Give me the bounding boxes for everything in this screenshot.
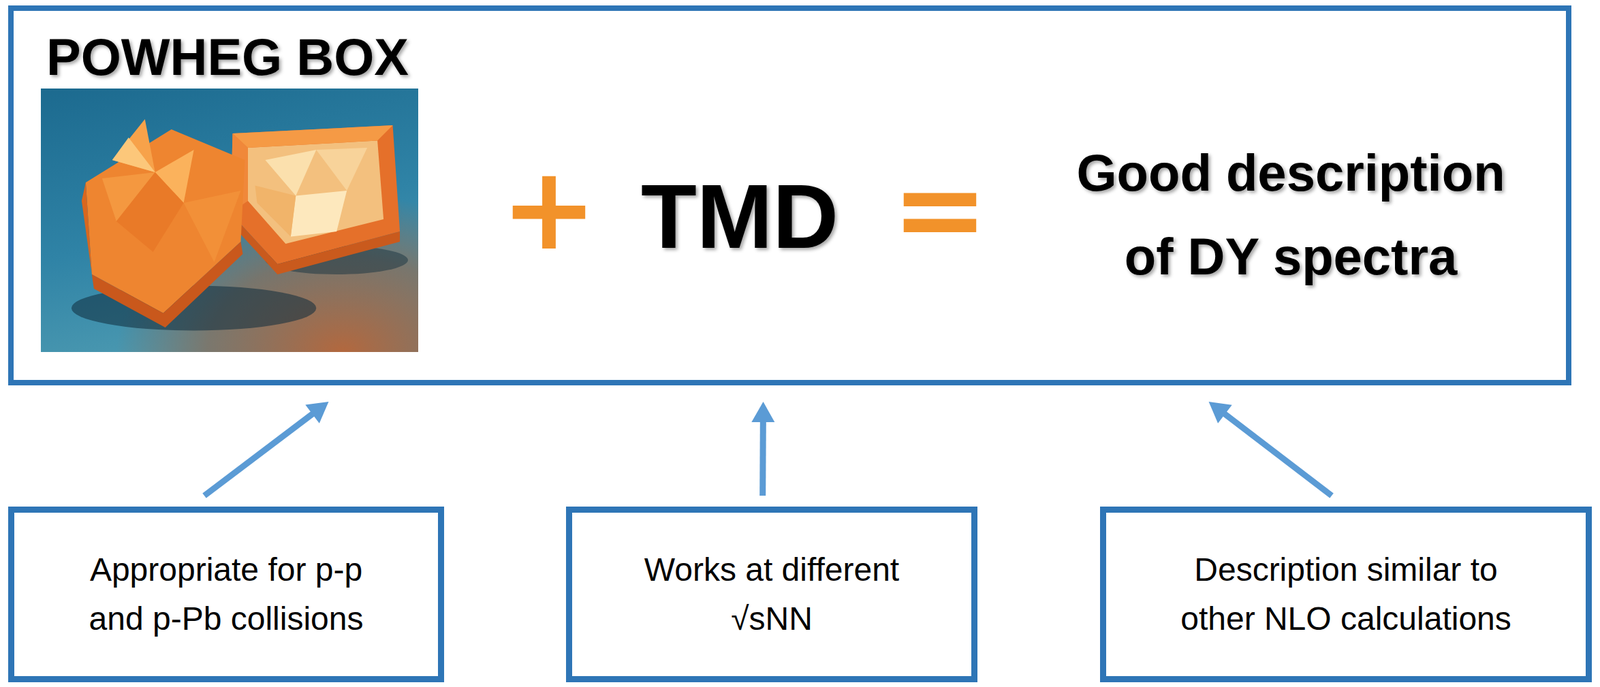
- equals-sign: =: [891, 150, 989, 267]
- tray-floor: [247, 140, 384, 245]
- main-box: POWHEG BOX TMD Good description of DY spec…: [8, 5, 1572, 386]
- lid-fold: [183, 190, 242, 263]
- arrow-head: [305, 401, 329, 424]
- note-text: Works at different √sNN: [628, 545, 915, 644]
- note-text: Appropriate for p-p and p-Pb collisions: [66, 545, 387, 644]
- lid-side: [81, 182, 94, 289]
- tray-fold: [290, 190, 347, 238]
- arrow-line: [1224, 413, 1332, 496]
- tray-fold: [254, 185, 296, 238]
- result-text: Good description of DY spectra: [1052, 130, 1530, 299]
- plus-sign: +: [500, 150, 598, 267]
- lid-fold: [112, 119, 156, 173]
- tray-wall: [232, 125, 393, 148]
- arrow-line: [204, 413, 314, 496]
- arrow-head: [751, 401, 775, 423]
- photo-ground: [40, 88, 419, 353]
- tray-edge: [230, 213, 400, 275]
- arrow-line: [759, 420, 767, 496]
- arrow-connector: [1209, 401, 1333, 496]
- tmd-word: TMD: [640, 170, 839, 263]
- lid-side: [91, 241, 244, 328]
- lid-fold: [112, 137, 156, 173]
- arrow-connector: [204, 401, 329, 496]
- tray-fold: [264, 149, 317, 197]
- arrow-head: [1209, 401, 1233, 424]
- note-box: Description similar to other NLO calcula…: [1100, 506, 1592, 683]
- note-box: Appropriate for p-p and p-Pb collisions: [8, 506, 445, 683]
- box-heading: POWHEG BOX: [46, 31, 409, 84]
- photo-sand: [40, 88, 419, 353]
- arrow-connector: [751, 401, 775, 496]
- lid-fold: [116, 172, 184, 253]
- note-box: Works at different √sNN: [566, 506, 978, 683]
- origami-photo: [40, 88, 419, 353]
- note-text: Description similar to other NLO calcula…: [1162, 545, 1530, 644]
- tray-fold: [316, 147, 368, 191]
